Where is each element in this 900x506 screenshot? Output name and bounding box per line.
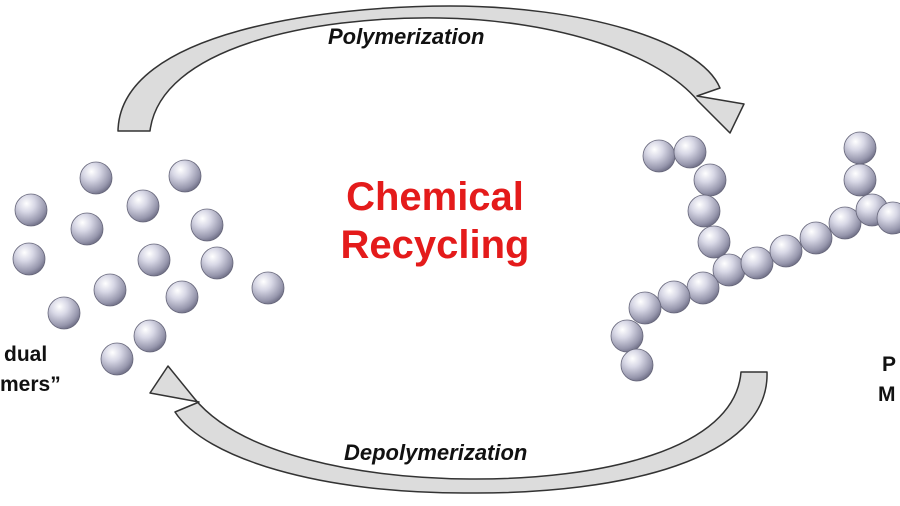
polymer-bead <box>769 234 803 268</box>
polymer-bead <box>828 206 862 240</box>
polymerization-label: Polymerization <box>328 24 485 49</box>
right-label-line2: M <box>878 383 896 406</box>
monomer-sphere <box>14 193 48 227</box>
monomer-sphere <box>137 243 171 277</box>
polymer-bead <box>620 348 654 382</box>
polymer-bead <box>686 271 720 305</box>
monomer-sphere <box>133 319 167 353</box>
monomer-sphere <box>165 280 199 314</box>
polymer-chain <box>610 131 900 382</box>
monomer-cluster <box>12 159 285 376</box>
individual-monomers-label: dual mers” <box>0 340 61 400</box>
polymer-bead <box>628 291 662 325</box>
monomer-sphere <box>100 342 134 376</box>
monomer-sphere <box>12 242 46 276</box>
depolymerization-arrow <box>149 365 768 494</box>
polymerization-arrow <box>117 5 745 134</box>
polymer-bead <box>673 135 707 169</box>
polymer-bead <box>687 194 721 228</box>
polymer-bead <box>843 163 877 197</box>
polymer-bead <box>693 163 727 197</box>
monomer-sphere <box>126 189 160 223</box>
polymer-bead <box>657 280 691 314</box>
polymer-bead <box>740 246 774 280</box>
polymer-bead <box>876 201 900 235</box>
left-label-line1: dual <box>4 343 48 366</box>
monomer-sphere <box>168 159 202 193</box>
depolymerization-label: Depolymerization <box>344 440 528 465</box>
polymer-molecule-label: P M <box>878 350 896 410</box>
polymer-bead <box>610 319 644 353</box>
monomer-sphere <box>190 208 224 242</box>
monomer-sphere <box>79 161 113 195</box>
center-title-line1: Chemical <box>346 175 524 219</box>
polymer-bead <box>799 221 833 255</box>
polymer-bead <box>697 225 731 259</box>
monomer-sphere <box>70 212 104 246</box>
left-label-line2: mers” <box>0 373 61 396</box>
monomer-sphere <box>251 271 285 305</box>
polymer-bead <box>642 139 676 173</box>
center-title-line2: Recycling <box>340 223 530 267</box>
monomer-sphere <box>93 273 127 307</box>
right-label-line1: P <box>882 353 897 376</box>
center-title: Chemical Recycling <box>300 173 570 269</box>
monomer-sphere <box>200 246 234 280</box>
polymer-bead <box>843 131 877 165</box>
monomer-sphere <box>47 296 81 330</box>
